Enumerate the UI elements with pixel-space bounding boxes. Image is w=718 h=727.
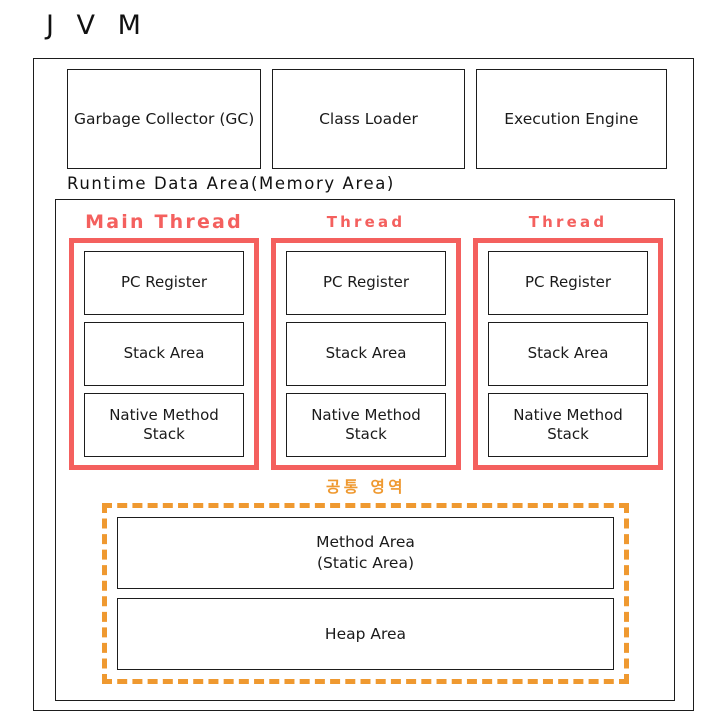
runtime-data-area-label: Runtime Data Area(Memory Area) [67, 174, 395, 193]
memory-box-native-method-stack: Native Method Stack [286, 393, 446, 457]
memory-box-stack-area: Stack Area [84, 322, 244, 386]
memory-box-pc-register: PC Register [488, 251, 648, 315]
memory-box-native-method-stack: Native Method Stack [84, 393, 244, 457]
component-class-loader: Class Loader [272, 69, 465, 169]
shared-box-heap-area: Heap Area [117, 598, 614, 670]
component-execution-engine: Execution Engine [475, 69, 667, 169]
memory-box-stack-area: Stack Area [488, 322, 648, 386]
runtime-data-area-container: Main Thread PC Register Stack Area Nativ… [55, 199, 675, 701]
thread-column-main: Main Thread PC Register Stack Area Nativ… [69, 208, 259, 470]
shared-box-method-area: Method Area (Static Area) [117, 517, 614, 589]
thread-column-3: Thread PC Register Stack Area Native Met… [473, 208, 663, 470]
component-garbage-collector: Garbage Collector (GC) [67, 69, 262, 169]
memory-box-native-method-stack: Native Method Stack [488, 393, 648, 457]
jvm-container: Garbage Collector (GC) Class Loader Exec… [33, 58, 694, 711]
shared-area-frame: Method Area (Static Area) Heap Area [102, 503, 629, 684]
page-title: J V M [46, 10, 148, 41]
thread-frame-2: PC Register Stack Area Native Method Sta… [271, 238, 461, 470]
memory-box-pc-register: PC Register [84, 251, 244, 315]
thread-frame-3: PC Register Stack Area Native Method Sta… [473, 238, 663, 470]
thread-label-main: Main Thread [85, 211, 243, 233]
memory-box-stack-area: Stack Area [286, 322, 446, 386]
thread-label-3: Thread [528, 213, 608, 231]
jvm-components-row: Garbage Collector (GC) Class Loader Exec… [67, 69, 667, 169]
memory-box-pc-register: PC Register [286, 251, 446, 315]
threads-row: Main Thread PC Register Stack Area Nativ… [69, 208, 663, 470]
thread-column-2: Thread PC Register Stack Area Native Met… [271, 208, 461, 470]
thread-frame-main: PC Register Stack Area Native Method Sta… [69, 238, 259, 470]
shared-area-label: 공통 영역 [326, 478, 406, 496]
thread-label-2: Thread [326, 213, 406, 231]
